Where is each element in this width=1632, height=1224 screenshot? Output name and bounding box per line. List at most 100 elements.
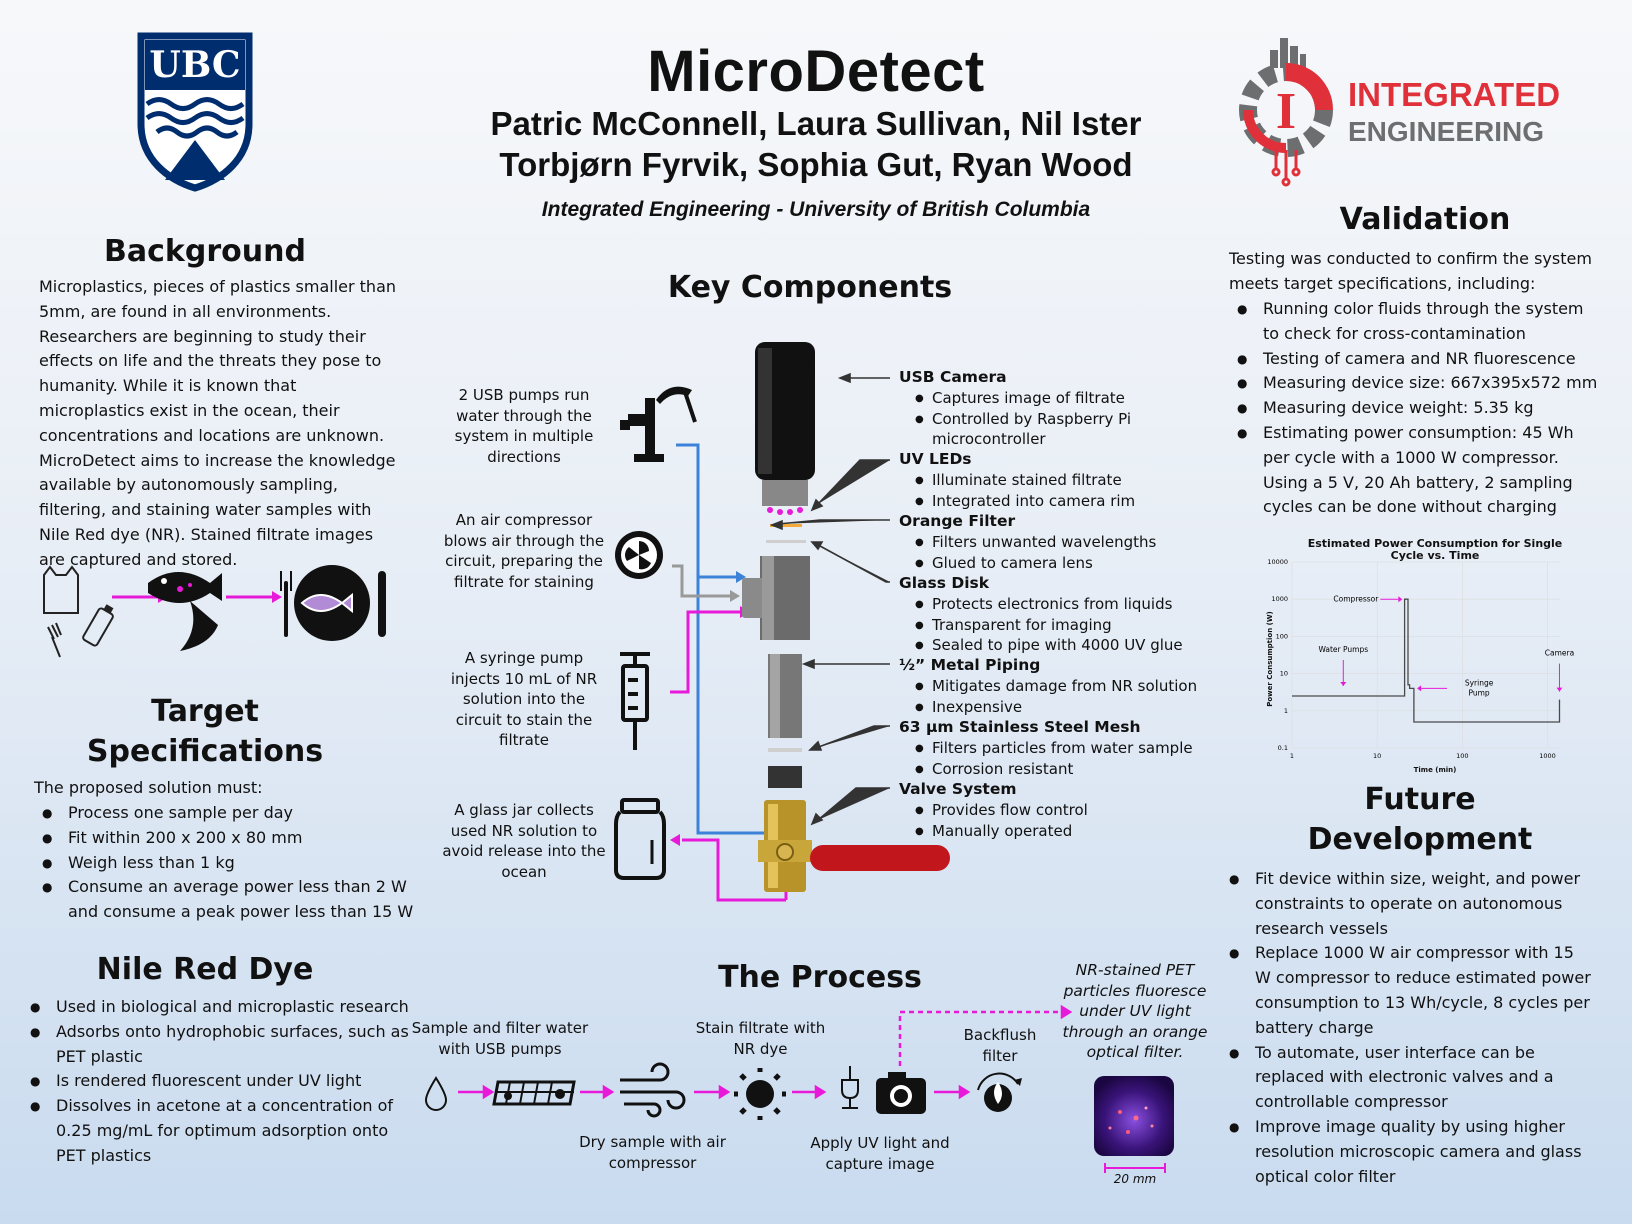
process-step-1-label: Sample and filter water with USB pumps xyxy=(411,1019,589,1058)
nile-red-list: Used in biological and microplastic rese… xyxy=(22,995,412,1169)
component-details: Captures image of filtrate Controlled by… xyxy=(900,388,1200,450)
mesh-part xyxy=(768,748,802,752)
annotation-label: Pump xyxy=(1468,688,1489,697)
microplastic-cycle-illustration xyxy=(40,565,400,665)
y-tick-label: 10 xyxy=(1280,670,1288,678)
list-item: Manually operated xyxy=(900,821,1220,841)
list-item: Used in biological and microplastic rese… xyxy=(22,995,412,1020)
scale-bar xyxy=(1104,1163,1166,1173)
list-item: Measuring device size: 667x395x572 mm xyxy=(1229,371,1604,396)
wind-icon xyxy=(620,1062,686,1118)
fork-knife-icon xyxy=(280,571,386,637)
x-tick-label: 10 xyxy=(1373,752,1381,760)
t-junction-part xyxy=(742,556,810,640)
process-step-2-label: Dry sample with air compressor xyxy=(579,1133,726,1172)
usb-pumps-label: 2 USB pumps run water through the system… xyxy=(454,386,594,466)
list-item: Provides flow control xyxy=(900,800,1220,821)
annotation-arrowhead xyxy=(1398,596,1403,603)
component-details: Provides flow control Manually operated xyxy=(900,800,1220,842)
list-item: Illuminate stained filtrate xyxy=(900,470,1220,491)
component-name: Glass Disk xyxy=(899,574,990,592)
future-title-line-2: Development xyxy=(1307,822,1533,857)
component-name: ½” Metal Piping xyxy=(899,656,1041,674)
list-item: Estimating power consumption: 45 Wh per … xyxy=(1229,421,1604,520)
plastic-bag-icon xyxy=(43,565,79,614)
list-item: Is rendered fluorescent under UV light xyxy=(22,1069,412,1094)
water-drop-icon xyxy=(424,1076,448,1111)
scale-bar-label: 20 mm xyxy=(1113,1172,1157,1186)
process-step-5-label: Backflush filter xyxy=(963,1026,1037,1065)
component-details: Protects electronics from liquids Transp… xyxy=(900,594,1220,656)
annotation-label: Water Pumps xyxy=(1318,645,1368,654)
valve-part xyxy=(758,800,950,892)
integrated-engineering-logo: I INTEGRATED ENGINEERING xyxy=(1236,38,1596,188)
glass-jar-label: A glass jar collects used NR solution to… xyxy=(442,801,606,881)
y-tick-label: 1000 xyxy=(1271,595,1288,603)
list-item: Captures image of filtrate xyxy=(900,388,1200,409)
chart-y-axis-label: Power Consumption (W) xyxy=(1266,611,1274,707)
plate-fish-icon xyxy=(294,565,370,641)
annotation-label: Compressor xyxy=(1333,595,1379,604)
metal-pipe-part xyxy=(768,654,802,738)
poster-title: MicroDetect xyxy=(647,39,985,104)
list-item: Fit device within size, weight, and powe… xyxy=(1221,867,1591,941)
list-item: Running color fluids through the system … xyxy=(1229,297,1604,347)
ie-logo-line-1: INTEGRATED xyxy=(1348,76,1561,113)
target-specs-title-line-1: Target xyxy=(151,694,259,729)
component-name: UV LEDs xyxy=(899,450,972,468)
y-tick-label: 100 xyxy=(1276,632,1288,640)
backflush-icon xyxy=(977,1072,1022,1112)
background-text: Microplastics, pieces of plastics smalle… xyxy=(39,277,397,569)
fan-icon xyxy=(615,531,663,579)
list-item: Consume an average power less than 2 W a… xyxy=(34,875,414,925)
annotation-arrowhead xyxy=(1556,687,1563,692)
list-item: Mitigates damage from NR solution xyxy=(900,676,1220,697)
component-details: Filters unwanted wavelengths Glued to ca… xyxy=(900,532,1220,574)
power-chart-title: Estimated Power Consumption for Single C… xyxy=(1307,537,1563,562)
list-item: Weigh less than 1 kg xyxy=(34,851,414,876)
list-item: Testing of camera and NR fluorescence xyxy=(1229,347,1604,372)
fish-icon xyxy=(148,572,222,651)
plastic-bottle-icon xyxy=(82,604,114,647)
pipe-coupler-part xyxy=(768,766,802,788)
list-item: Process one sample per day xyxy=(34,801,414,826)
component-name: Valve System xyxy=(899,780,1017,798)
affiliation: Integrated Engineering - University of B… xyxy=(541,198,1091,221)
ubc-logo: UBC xyxy=(135,32,255,192)
list-item: Replace 1000 W air compressor with 15 W … xyxy=(1221,941,1591,1040)
x-tick-label: 100 xyxy=(1456,752,1468,760)
uv-light-icon xyxy=(841,1066,859,1109)
future-title-line-1: Future xyxy=(1364,782,1476,817)
list-item: Filters unwanted wavelengths xyxy=(900,532,1220,553)
annotation-arrowhead xyxy=(1340,681,1347,686)
nile-red-title: Nile Red Dye xyxy=(96,952,314,987)
key-components-title: Key Components xyxy=(667,270,953,305)
list-item: Corrosion resistant xyxy=(900,759,1220,779)
list-item: Dissolves in acetone at a concentration … xyxy=(22,1094,412,1168)
future-list: Fit device within size, weight, and powe… xyxy=(1221,867,1591,1189)
component-name: Orange Filter xyxy=(899,512,1016,530)
ie-logo-line-2: ENGINEERING xyxy=(1348,116,1545,147)
glass-disk-part xyxy=(766,540,806,543)
y-tick-label: 1 xyxy=(1284,707,1288,715)
component-details: Mitigates damage from NR solution Inexpe… xyxy=(900,676,1220,718)
target-specs-title-line-2: Specifications xyxy=(86,734,324,769)
camera-icon xyxy=(876,1072,926,1114)
list-item: Controlled by Raspberry Pi microcontroll… xyxy=(900,409,1200,450)
process-result-text: NR-stained PET particles fluoresce under… xyxy=(1062,961,1208,1061)
list-item: Transparent for imaging xyxy=(900,615,1220,635)
list-item: Measuring device weight: 5.35 kg xyxy=(1229,396,1604,421)
x-tick-label: 1 xyxy=(1290,752,1294,760)
list-item: Sealed to pipe with 4000 UV glue xyxy=(900,635,1220,656)
component-name: USB Camera xyxy=(899,368,1007,386)
list-item: Glued to camera lens xyxy=(900,553,1220,573)
list-item: Improve image quality by using higher re… xyxy=(1221,1115,1591,1189)
validation-title: Validation xyxy=(1339,202,1511,237)
water-pump-icon xyxy=(620,386,697,462)
syringe-icon xyxy=(620,652,650,750)
annotation-label: Camera xyxy=(1545,649,1574,658)
authors-line-2: Torbjørn Fyrvik, Sophia Gut, Ryan Wood xyxy=(499,146,1133,183)
